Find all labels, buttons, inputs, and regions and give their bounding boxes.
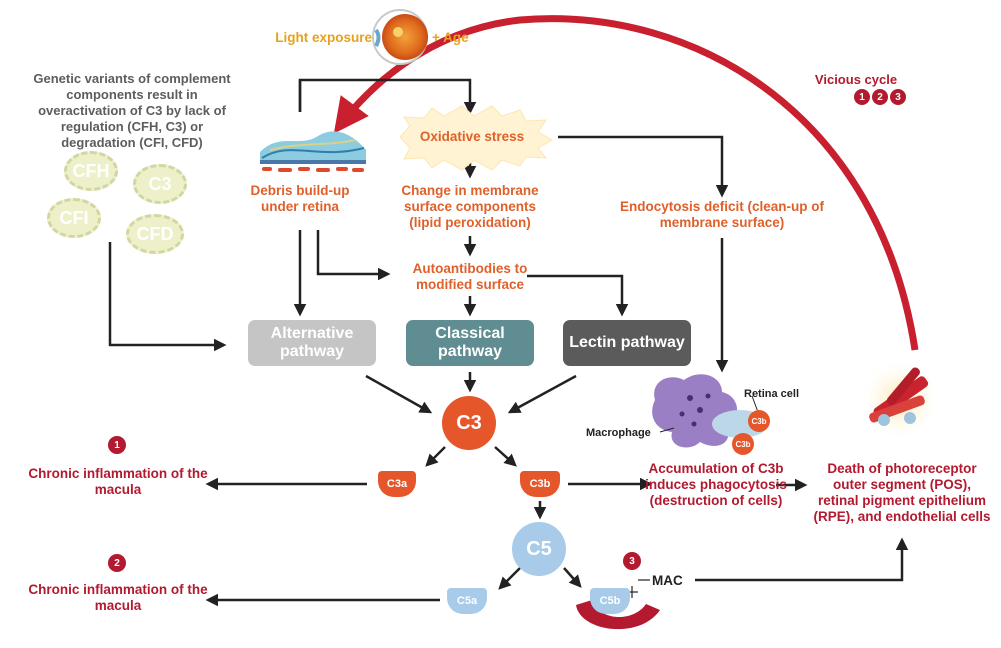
oxidative-burst	[399, 105, 554, 171]
vicious-cycle-arc	[333, 15, 919, 351]
endocytosis-label: Endocytosis deficit (clean-up of membran…	[619, 199, 825, 230]
genetic-variants-note: Genetic variants of complement component…	[33, 71, 231, 150]
c3-node: C3	[442, 396, 496, 450]
c3-to-c3a	[425, 446, 446, 467]
retina-c3b-a: C3b	[748, 410, 770, 432]
cycle-badge-3: 3	[890, 89, 906, 105]
death-label: Death of photoreceptor outer segment (PO…	[813, 461, 991, 524]
factor-c3: C3	[133, 164, 187, 204]
outcome-badge-2: 2	[108, 554, 126, 572]
outcome-badge-1: 1	[108, 436, 126, 454]
c3-to-c3b	[494, 446, 517, 467]
alternative-pathway-box: Alternative pathway	[248, 320, 376, 366]
accumulation-label: Accumulation of C3b induces phagocytosis…	[645, 461, 787, 508]
eye-connector	[298, 78, 477, 115]
genetic-to-alternative	[108, 242, 227, 352]
eye-icon	[372, 9, 428, 65]
lectin-to-c3	[507, 374, 577, 414]
lectin-pathway-box: Lectin pathway	[563, 320, 691, 366]
factor-cfi: CFI	[47, 198, 101, 238]
mac-to-death	[695, 537, 909, 582]
retina-c3b-b: C3b	[732, 433, 754, 455]
debris-label: Debris build-up under retina	[250, 183, 350, 214]
outcome-badge-3: 3	[623, 552, 641, 570]
mac-label: MAC	[652, 573, 683, 588]
c5a-fragment: C5a	[447, 588, 487, 614]
inflammation-label-1: Chronic inflammation of the macula	[28, 466, 208, 497]
cycle-badge-2: 2	[872, 89, 888, 105]
retina-debris-icon	[260, 131, 366, 172]
c3b-fragment: C3b	[520, 471, 560, 497]
c5-node: C5	[512, 522, 566, 576]
macrophage-label: Macrophage	[586, 427, 651, 439]
c5b-fragment: C5b	[590, 588, 630, 614]
photoreceptor-death-icon	[858, 358, 942, 442]
c3a-fragment: C3a	[378, 471, 416, 497]
cycle-badge-1: 1	[854, 89, 870, 105]
oxidative-stress-label: Oxidative stress	[419, 129, 525, 144]
c5-to-c5b	[563, 567, 582, 588]
retina-cell-label: Retina cell	[744, 388, 800, 400]
debris-to-autoantibodies	[316, 230, 391, 281]
classical-pathway-box: Classical pathway	[406, 320, 534, 366]
autoantibodies-label: Autoantibodies to modified surface	[412, 261, 528, 292]
oxidative-to-endocytosis	[558, 135, 729, 198]
vicious-cycle-title: Vicious cycle	[814, 72, 898, 87]
c5-to-c5a	[498, 567, 521, 590]
membrane-change-label: Change in membrane surface components (l…	[401, 183, 539, 230]
inflammation-label-2: Chronic inflammation of the macula	[28, 582, 208, 613]
alternative-to-c3	[365, 374, 433, 414]
light-exposure-label: Light exposure	[275, 30, 372, 45]
age-label: + Age	[432, 30, 469, 45]
factor-cfd: CFD	[126, 214, 184, 254]
autoantibodies-to-lectin	[527, 274, 629, 317]
factor-cfh: CFH	[64, 151, 118, 191]
